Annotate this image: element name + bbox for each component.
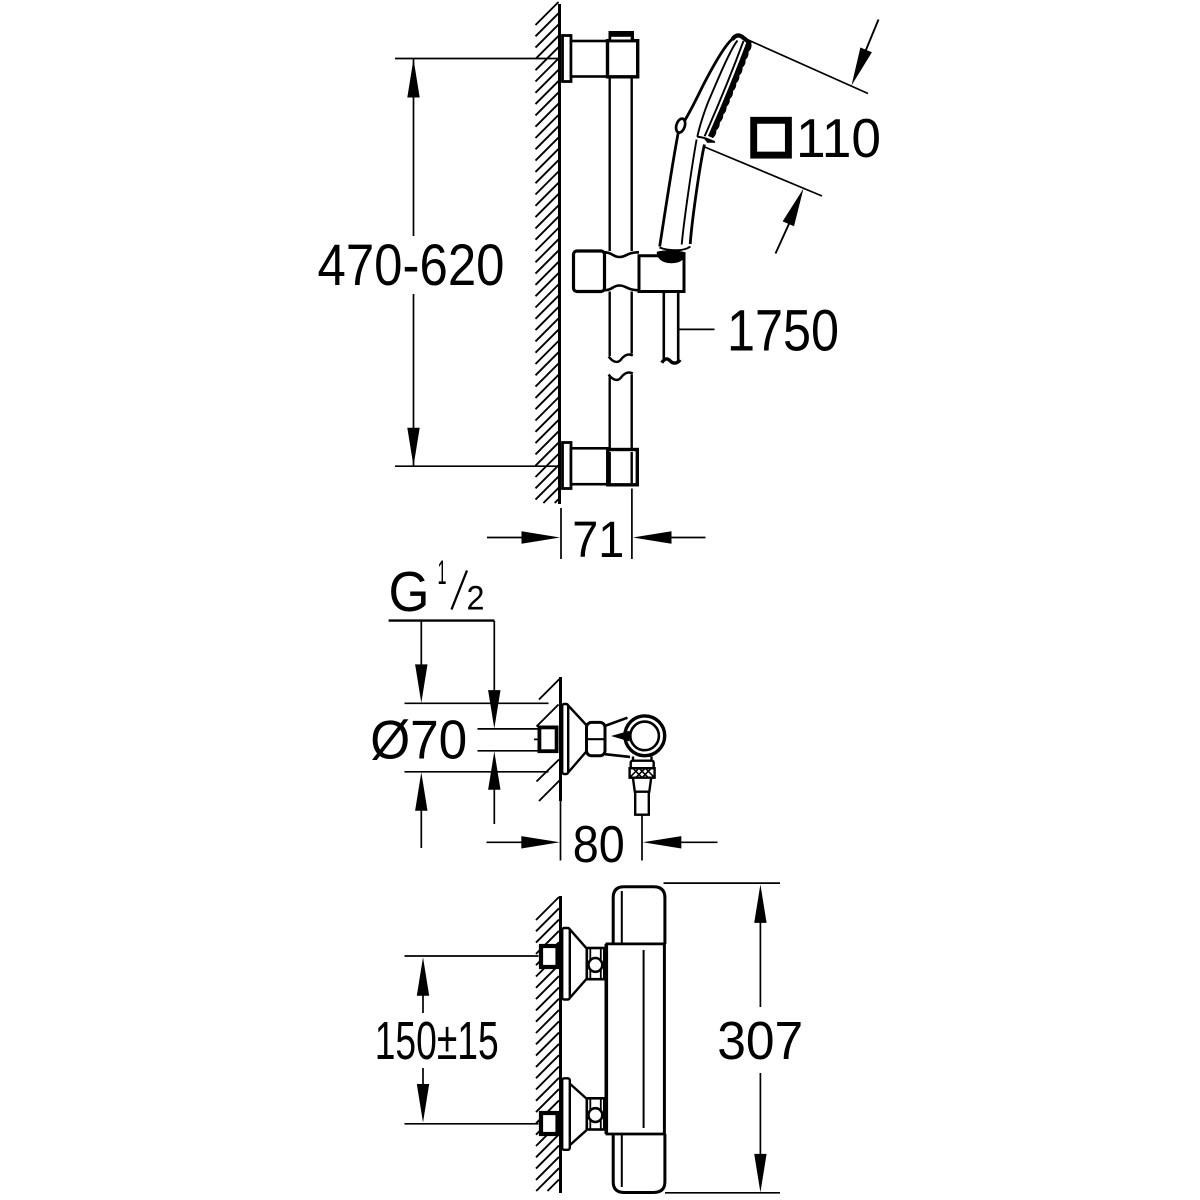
svg-text:1750: 1750	[727, 299, 839, 364]
svg-text:470-620: 470-620	[318, 233, 505, 298]
svg-text:307: 307	[717, 1011, 803, 1071]
svg-text:150±15: 150±15	[375, 1011, 499, 1071]
svg-text:110: 110	[796, 107, 881, 169]
svg-text:80: 80	[573, 816, 625, 874]
svg-text:G: G	[389, 560, 430, 624]
svg-text:Ø70: Ø70	[370, 709, 467, 771]
svg-text:1: 1	[438, 554, 447, 592]
svg-text:2: 2	[467, 580, 485, 618]
svg-text:71: 71	[572, 511, 624, 568]
